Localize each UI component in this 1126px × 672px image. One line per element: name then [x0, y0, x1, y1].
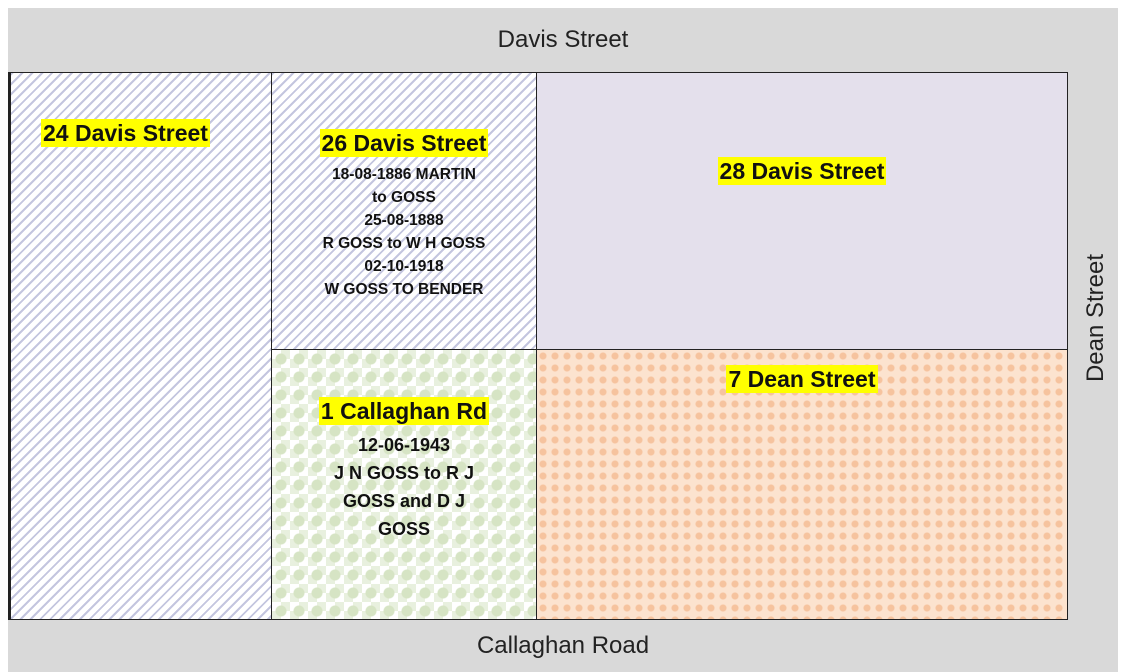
ownership-note: 12-06-1943	[357, 435, 451, 455]
lot-title: 28 Davis Street	[717, 157, 887, 185]
street-label-davis: Davis Street	[8, 8, 1118, 72]
property-map: Davis Street Dean Street Callaghan Road …	[8, 8, 1118, 672]
ownership-note: R GOSS to W H GOSS	[322, 235, 486, 252]
street-name-callaghan: Callaghan Road	[476, 632, 650, 659]
lot-ownership-notes: 18-08-1886 MARTIN to GOSS 25-08-1888 R G…	[279, 163, 529, 301]
ownership-note: 02-10-1918	[364, 258, 444, 275]
lot-title: 7 Dean Street	[726, 365, 878, 393]
ownership-note: 18-08-1886 MARTIN	[332, 166, 476, 183]
lot-ownership-notes: 12-06-1943 J N GOSS to R J GOSS and D J …	[272, 431, 536, 543]
street-label-dean: Dean Street	[1076, 168, 1116, 468]
street-name-davis: Davis Street	[497, 26, 629, 53]
lot-title: 24 Davis Street	[41, 119, 210, 147]
lot-1-callaghan-rd: 1 Callaghan Rd 12-06-1943 J N GOSS to R …	[271, 349, 537, 620]
ownership-note: W GOSS TO BENDER	[324, 281, 484, 298]
ownership-note: J N GOSS to R J	[333, 463, 475, 483]
ownership-note: to GOSS	[372, 189, 436, 206]
lot-24-davis-street: 24 Davis Street	[8, 72, 272, 620]
ownership-note: 25-08-1888	[364, 212, 444, 229]
street-name-dean: Dean Street	[1082, 253, 1110, 383]
street-label-callaghan: Callaghan Road	[8, 620, 1118, 672]
lot-26-davis-street: 26 Davis Street 18-08-1886 MARTIN to GOS…	[271, 72, 537, 350]
lot-7-dean-street: 7 Dean Street	[536, 349, 1068, 620]
lot-title: 26 Davis Street	[319, 129, 489, 157]
lot-28-davis-street: 28 Davis Street	[536, 72, 1068, 350]
ownership-note: GOSS	[377, 519, 430, 539]
ownership-note: GOSS and D J	[342, 491, 466, 511]
lot-title: 1 Callaghan Rd	[318, 397, 490, 425]
